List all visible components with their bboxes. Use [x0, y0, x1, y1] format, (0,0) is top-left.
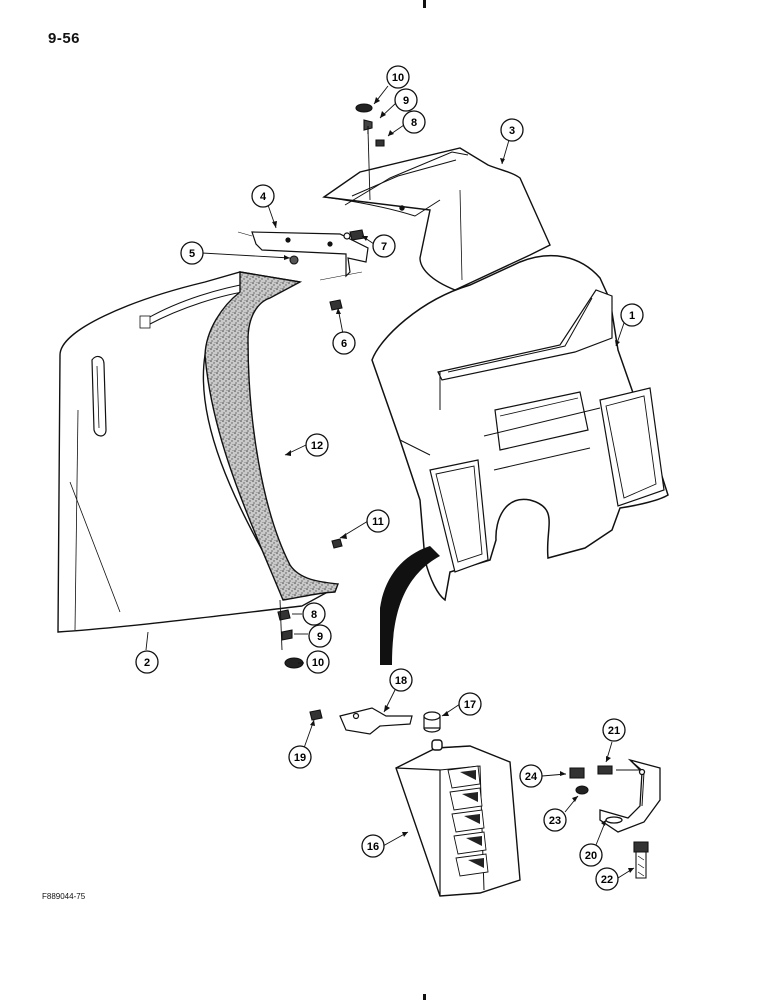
- callout-21: 21: [602, 718, 626, 742]
- callout-7: 7: [372, 234, 396, 258]
- leader-arrowheads: [272, 97, 634, 873]
- registration-mark-top: [423, 0, 426, 8]
- callout-24: 24: [519, 764, 543, 788]
- callout-label: 17: [464, 699, 476, 711]
- callout-8-bottom: 8: [302, 602, 326, 626]
- callout-2: 2: [135, 650, 159, 674]
- callout-23: 23: [543, 808, 567, 832]
- connector-strip: [380, 546, 440, 665]
- callout-label: 16: [367, 841, 379, 853]
- callout-4: 4: [251, 184, 275, 208]
- callout-9-top: 9: [394, 88, 418, 112]
- bracket-guide-line: [237, 231, 253, 237]
- callout-label: 3: [509, 125, 515, 137]
- vent-housing: [395, 739, 521, 897]
- callout-10-top: 10: [386, 65, 410, 89]
- callout-6: 6: [332, 331, 356, 355]
- callout-1: 1: [620, 303, 644, 327]
- callout-label: 10: [392, 72, 404, 84]
- callout-label: 9: [317, 631, 323, 643]
- callout-9-bottom: 9: [308, 624, 332, 648]
- callout-label: 11: [372, 516, 384, 528]
- bracket: [251, 231, 369, 281]
- callout-16: 16: [361, 834, 385, 858]
- callout-label: 18: [395, 675, 407, 687]
- callout-19: 19: [288, 745, 312, 769]
- callout-label: 12: [311, 440, 323, 452]
- l-bracket: [599, 758, 661, 833]
- callout-label: 9: [403, 95, 409, 107]
- main-cowl: [371, 255, 669, 602]
- callout-label: 23: [549, 815, 561, 827]
- callout-22: 22: [595, 867, 619, 891]
- callout-label: 20: [585, 850, 597, 862]
- clamp: [339, 707, 413, 735]
- callout-3: 3: [500, 118, 524, 142]
- left-side-panel: [57, 271, 336, 633]
- callout-12: 12: [305, 433, 329, 457]
- callout-label: 8: [411, 117, 417, 129]
- callout-label: 19: [294, 752, 306, 764]
- callout-label: 7: [381, 241, 387, 253]
- callout-label: 10: [312, 657, 324, 669]
- callout-label: 22: [601, 874, 613, 886]
- callout-18: 18: [389, 668, 413, 692]
- figure-code: F889044-75: [42, 892, 86, 901]
- callout-label: 24: [525, 771, 538, 783]
- callout-11: 11: [366, 509, 390, 533]
- callout-label: 2: [144, 657, 150, 669]
- callout-5: 5: [180, 241, 204, 265]
- callout-label: 6: [341, 338, 347, 350]
- callout-label: 4: [260, 191, 267, 203]
- page-number: 9-56: [48, 30, 81, 47]
- callout-label: 8: [311, 609, 317, 621]
- callout-17: 17: [458, 692, 482, 716]
- top-panel: [322, 147, 551, 291]
- callout-20: 20: [579, 843, 603, 867]
- insulation-strip: [204, 271, 339, 601]
- callout-10-bottom: 10: [306, 650, 330, 674]
- callout-label: 21: [608, 725, 620, 737]
- callout-label: 5: [189, 248, 195, 260]
- grommet: [423, 711, 441, 733]
- registration-mark-bottom: [423, 994, 426, 1000]
- callout-label: 1: [629, 310, 635, 322]
- callout-8-top: 8: [402, 110, 426, 134]
